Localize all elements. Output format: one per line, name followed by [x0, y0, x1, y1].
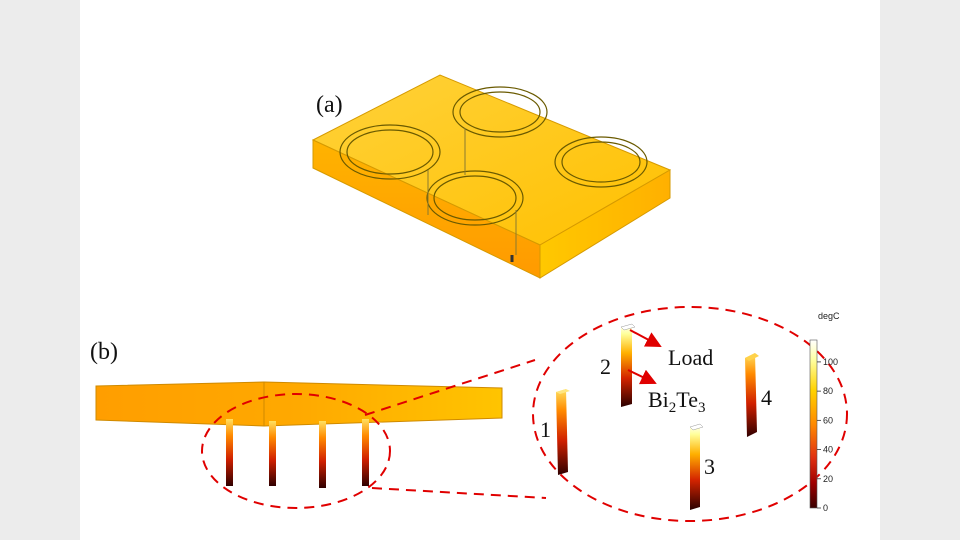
load-label: Load	[668, 345, 713, 370]
colorbar-tick-label: 100	[823, 357, 838, 367]
leg-number-1: 1	[540, 417, 551, 442]
side-view-legs	[226, 419, 369, 488]
detail-leg-2	[620, 323, 636, 407]
zoom-detail-outline	[532, 306, 848, 522]
detail-leg-4	[745, 353, 759, 437]
figure-svg: (a) (b) 1 2 3 4	[90, 74, 848, 522]
zoom-source-outline	[201, 393, 391, 509]
colorbar-tick-label: 40	[823, 445, 833, 455]
panel-a-label: (a)	[316, 92, 343, 118]
colorbar-tick-label: 80	[823, 386, 833, 396]
leg-number-4: 4	[761, 385, 772, 410]
leg-number-3: 3	[704, 454, 715, 479]
colorbar-tick-label: 0	[823, 503, 828, 513]
detail-leg-3	[689, 423, 704, 510]
figure-canvas: (a) (b) 1 2 3 4	[80, 0, 880, 540]
material-label: Bi2Te3	[648, 387, 705, 416]
annotation-arrows	[627, 329, 662, 385]
colorbar	[809, 339, 818, 509]
colorbar-tick-label: 60	[823, 415, 833, 425]
leg-number-2: 2	[600, 354, 611, 379]
side-view-slab	[95, 381, 503, 427]
colorbar-tick-label: 20	[823, 474, 833, 484]
zoom-detail-legs	[556, 323, 759, 510]
panel-a-plate	[311, 74, 672, 279]
panel-b-label: (b)	[90, 339, 118, 365]
colorbar-unit: degC	[818, 311, 840, 321]
detail-leg-1	[556, 389, 570, 475]
colorbar-ticks: 0 20 40 60 80 100	[817, 357, 838, 513]
zoom-connector-lines	[364, 359, 547, 499]
